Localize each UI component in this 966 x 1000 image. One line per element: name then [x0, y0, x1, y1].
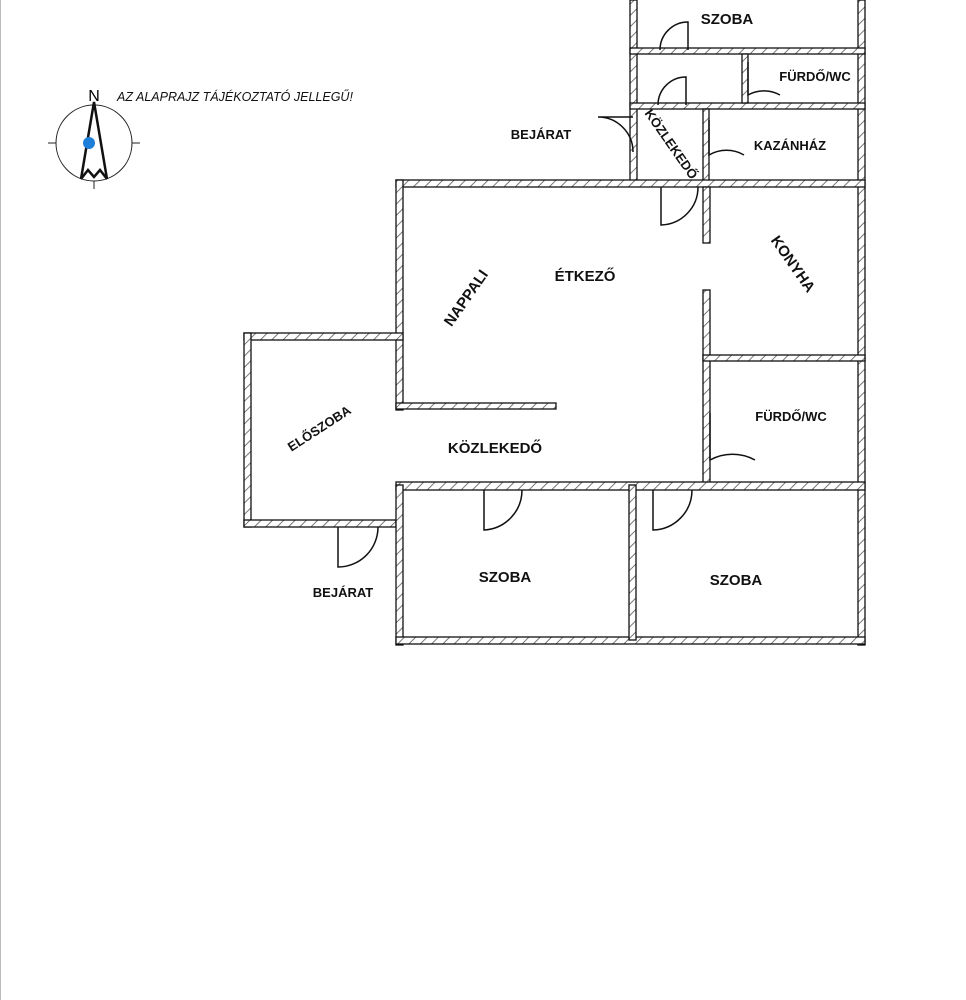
room-label-nappali: NAPPALI — [441, 267, 492, 330]
doors — [337, 21, 781, 568]
wall-segment — [702, 186, 711, 244]
room-label-furdo: FÜRDŐ/WC — [755, 409, 827, 424]
walls — [243, 0, 866, 646]
door-swing-icon — [660, 186, 699, 226]
wall-segment — [395, 402, 557, 410]
door-swing-icon — [708, 120, 745, 157]
wall-segment — [628, 484, 637, 641]
wall-segment — [395, 484, 404, 646]
disclaimer-note: AZ ALAPRAJZ TÁJÉKOZTATÓ JELLEGŰ! — [116, 89, 353, 104]
wall-segment — [243, 519, 397, 528]
wall-segment — [629, 102, 866, 110]
north-arrow-icon — [79, 101, 109, 180]
room-label-furdo-top: FÜRDŐ/WC — [779, 69, 851, 84]
wall-segment — [741, 53, 749, 104]
door-swing-icon — [657, 76, 687, 106]
room-label-kozlekedo: KÖZLEKEDŐ — [448, 439, 543, 457]
room-label-szoba-top: SZOBA — [701, 11, 754, 28]
wall-segment — [243, 332, 252, 528]
wall-segment — [702, 354, 866, 362]
wall-segment — [702, 289, 711, 486]
room-label-szoba-right: SZOBA — [710, 572, 763, 589]
label-bejarat-top: BEJÁRAT — [511, 127, 571, 142]
wall-segment — [629, 0, 638, 184]
room-label-szoba-left: SZOBA — [479, 569, 532, 586]
door-swing-icon — [337, 526, 379, 568]
north-label: N — [88, 88, 100, 105]
room-label-konyha: KONYHA — [767, 233, 818, 296]
door-swing-icon — [659, 21, 689, 51]
room-label-eloszoba: ELŐSZOBA — [285, 402, 354, 454]
wall-segment — [243, 332, 404, 341]
location-marker-icon — [83, 137, 95, 149]
door-swing-icon — [597, 116, 634, 153]
wall-segment — [629, 47, 866, 55]
wall-segment — [395, 179, 866, 188]
door-swing-icon — [483, 489, 523, 531]
wall-segment — [395, 179, 404, 411]
door-swing-icon — [652, 489, 693, 531]
room-label-kazanhaz: KAZÁNHÁZ — [754, 138, 826, 153]
label-bejarat-bottom: BEJÁRAT — [313, 585, 373, 600]
room-label-kozlekedo-top: KÖZLEKEDŐ — [642, 106, 701, 181]
room-label-etkezo: ÉTKEZŐ — [555, 267, 616, 285]
wall-segment — [702, 108, 710, 184]
door-swing-icon — [709, 413, 756, 462]
wall-segment — [857, 0, 866, 646]
compass: N — [48, 88, 140, 189]
page-edge — [0, 0, 1, 1000]
door-swing-icon — [747, 62, 781, 97]
